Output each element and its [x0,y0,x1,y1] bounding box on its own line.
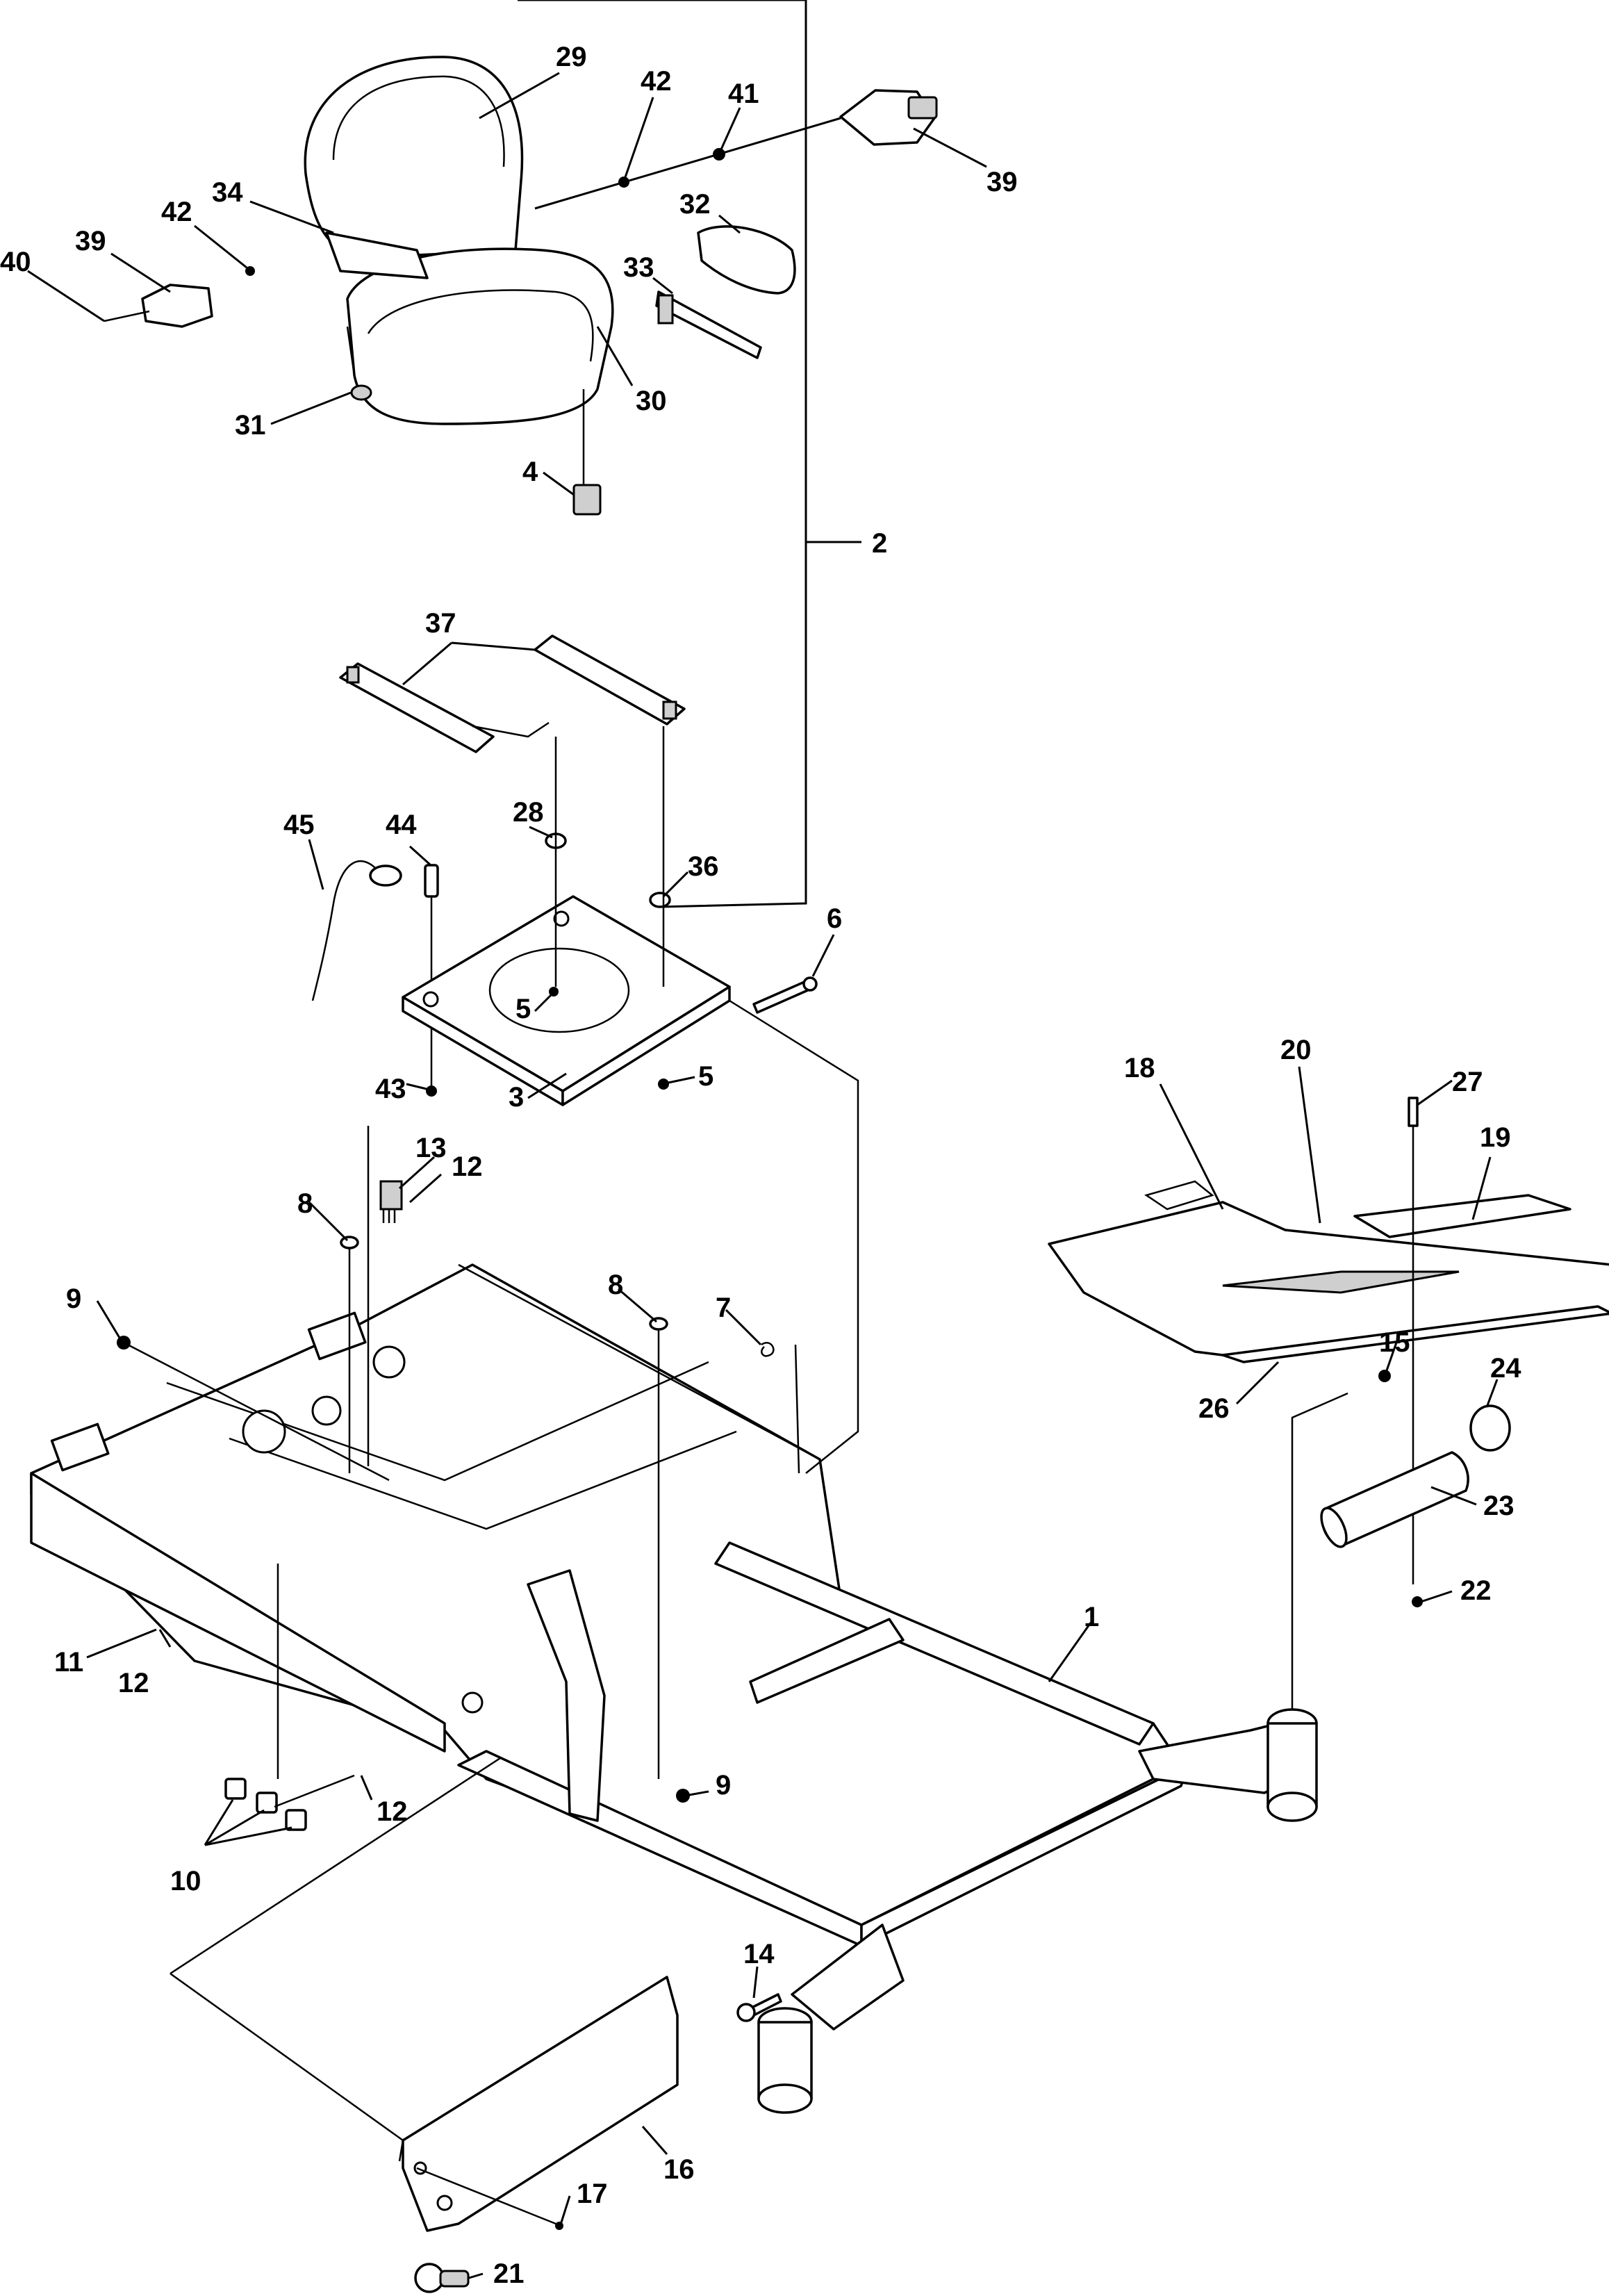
callout-39-left: 39 [75,226,106,256]
caster-arm-bolt [736,1993,782,2022]
callout-26: 26 [1198,1393,1230,1424]
armrest-bracket [655,290,762,359]
callout-8-left: 8 [297,1188,313,1219]
callout-8-right: 8 [608,1270,623,1300]
nut-plate [658,1079,669,1090]
relay-set [224,1778,307,1831]
seat-belt-buckle-right [839,89,938,146]
side-panel [398,1976,679,2232]
seat-rails [339,634,686,753]
callout-4: 4 [522,457,538,487]
callout-9-right: 9 [716,1770,731,1801]
callout-29: 29 [556,42,587,72]
floor-pan-nut [1412,1596,1423,1607]
callout-5-plate: 5 [515,994,531,1024]
seat-switch [572,389,602,516]
callout-40: 40 [0,247,31,277]
seat-mounting-plate [402,895,731,1106]
frame-nut-right [676,1789,690,1803]
callout-36: 36 [688,851,719,882]
callout-21: 21 [493,2258,525,2289]
wire-clip [761,1342,775,1357]
seat-belt-strap [245,117,841,276]
pivot-tube [1320,1451,1469,1548]
callout-15: 15 [1379,1327,1410,1358]
callout-34: 34 [212,177,243,208]
callout-14: 14 [743,1939,775,1969]
callout-39-right: 39 [987,167,1018,197]
callout-1: 1 [1084,1602,1099,1632]
callout-45: 45 [283,810,315,840]
callout-labels: 29 42 41 39 34 42 32 40 39 33 30 31 4 2 … [0,42,1521,2289]
item-2-bracket-leader [518,0,807,908]
callout-20: 20 [1280,1035,1312,1065]
callout-27: 27 [1452,1067,1483,1097]
assembly-guide-lines [123,999,1348,2142]
callout-22: 22 [1460,1575,1492,1606]
callout-13: 13 [415,1133,447,1163]
floor-pan-stud-nut [1378,1370,1391,1382]
callout-5-nut: 5 [698,1061,713,1092]
callout-12-bottom: 12 [377,1796,408,1827]
pivot-tube-cap [1469,1404,1511,1452]
callout-28: 28 [513,797,544,828]
callout-9-left: 9 [66,1284,81,1314]
nut-pin [426,1085,437,1097]
seat-wire-harness [311,860,402,1001]
callout-31: 31 [235,410,266,441]
callout-6: 6 [827,903,842,934]
callout-19: 19 [1480,1122,1511,1153]
callout-18: 18 [1124,1053,1155,1083]
seat-belt-buckle-left [104,284,213,328]
callout-7: 7 [716,1293,731,1323]
armrest-pad [697,225,796,295]
callout-37: 37 [425,608,456,639]
spacer-right [649,892,671,908]
callout-44: 44 [386,810,417,840]
panel-knob [414,2263,470,2293]
callout-11: 11 [54,1647,83,1678]
callout-32: 32 [679,189,711,220]
seat-assembly [304,56,614,425]
caster-arm-left [757,1924,905,2114]
panel-screw [416,2167,563,2230]
floor-pan [1048,1180,1609,1363]
callout-3: 3 [509,1082,524,1113]
frame-bolt-left [340,1236,359,1473]
callout-33: 33 [623,252,654,283]
callout-2: 2 [872,528,887,559]
callout-16: 16 [663,2154,695,2185]
callout-12-mid: 12 [118,1668,149,1698]
callout-23: 23 [1483,1491,1515,1521]
callout-12-top: 12 [452,1151,483,1182]
callout-30: 30 [636,386,667,416]
callout-17: 17 [577,2179,608,2209]
callout-leaders [27,72,1499,2279]
callout-43: 43 [375,1074,406,1104]
seat-plug [350,384,372,401]
callout-42-left: 42 [161,197,192,227]
pivot-bolt [752,976,818,1014]
callout-41: 41 [728,79,759,109]
callout-24: 24 [1490,1353,1521,1384]
main-frame [30,1263,1189,1947]
callout-10: 10 [170,1866,201,1896]
ignition-module [379,1180,403,1223]
caster-arm-right [1138,1708,1318,1822]
callout-42-top: 42 [641,66,672,97]
